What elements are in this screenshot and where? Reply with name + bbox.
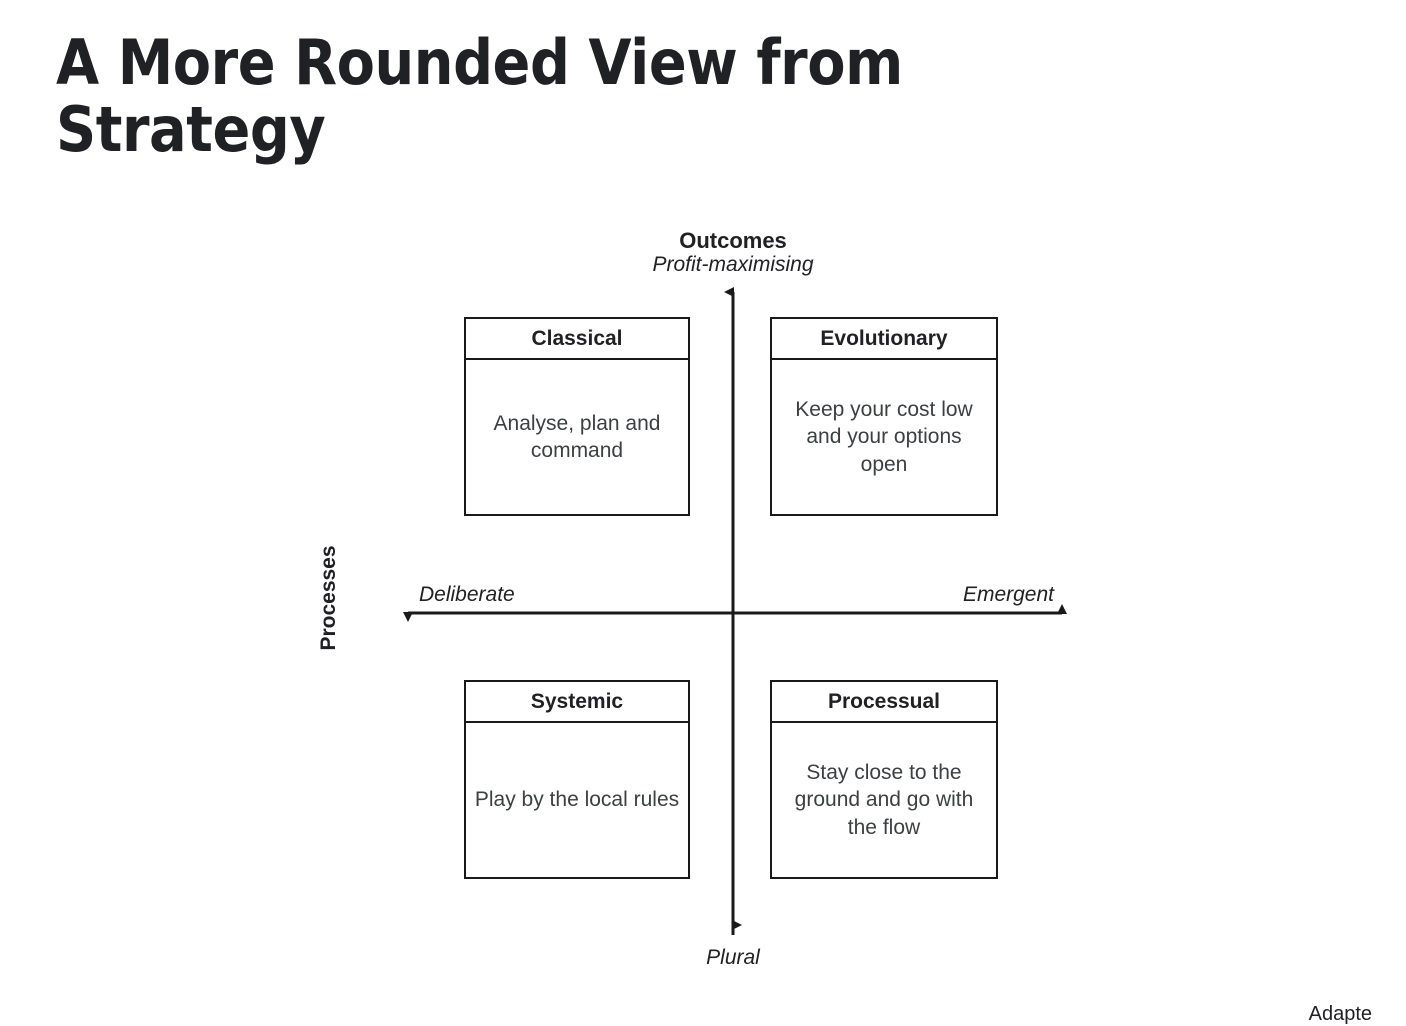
quadrant-description-processual: Stay close to the ground and go with the…	[794, 761, 974, 839]
quadrant-title-classical: Classical	[466, 319, 688, 360]
axis-label-emergent: Emergent	[962, 583, 1054, 606]
axis-label-outcomes: Outcomes	[679, 228, 787, 253]
quadrant-processual: Processual Stay close to the ground and …	[770, 680, 998, 879]
footer-credit: Adapte	[1308, 1003, 1372, 1025]
page-title: A More Rounded View from Strategy	[56, 26, 903, 166]
axis-label-plural: Plural	[706, 946, 760, 969]
axis-label-processes: Processes	[317, 545, 340, 651]
quadrant-body-systemic: Play by the local rules	[466, 723, 688, 877]
quadrant-description-evolutionary: Keep your cost low and your options open	[795, 398, 973, 476]
axis-label-profit-maximising: Profit-maximising	[652, 253, 814, 276]
quadrant-title-processual: Processual	[772, 682, 996, 723]
quadrant-title-evolutionary: Evolutionary	[772, 319, 996, 360]
quadrant-body-classical: Analyse, plan and command	[466, 360, 688, 514]
quadrant-title-systemic: Systemic	[466, 682, 688, 723]
axis-label-deliberate: Deliberate	[419, 583, 515, 606]
quadrant-classical: Classical Analyse, plan and command	[464, 317, 690, 516]
quadrant-evolutionary: Evolutionary Keep your cost low and your…	[770, 317, 998, 516]
quadrant-description-systemic: Play by the local rules	[474, 788, 680, 812]
quadrant-description-classical: Analyse, plan and command	[493, 411, 661, 462]
quadrant-body-evolutionary: Keep your cost low and your options open	[772, 360, 996, 514]
quadrant-body-processual: Stay close to the ground and go with the…	[772, 723, 996, 877]
quadrant-systemic: Systemic Play by the local rules	[464, 680, 690, 879]
